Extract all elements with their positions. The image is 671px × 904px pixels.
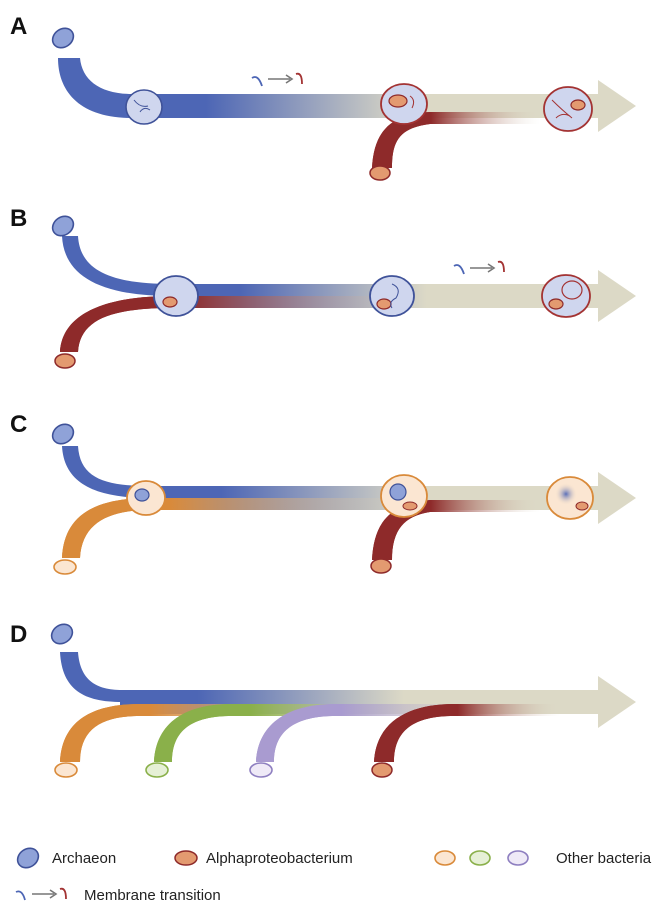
legend-alphaproteobacterium-label: Alphaproteobacterium [206, 850, 353, 867]
archaeon-icon [14, 844, 42, 871]
panel-a: A [10, 13, 636, 180]
eukaryotic-cell-icon [547, 477, 593, 519]
alphaproteobacterium-icon [55, 354, 75, 368]
panel-letter-c: C [10, 411, 27, 438]
legend-membrane-transition-label: Membrane transition [84, 887, 221, 904]
eukaryotic-cell-icon [544, 87, 592, 131]
orange-bacterium-icon [55, 763, 77, 777]
legend-archaeon-label: Archaeon [52, 850, 116, 867]
alphaproteobacterium-icon [372, 763, 392, 777]
alphaproteobacterium-icon [175, 851, 197, 865]
panel-d: D [10, 620, 636, 777]
legend: Archaeon Alphaproteobacterium Other bact… [14, 844, 652, 904]
panel-b: B [10, 205, 636, 368]
eukaryotic-cell-icon [381, 84, 427, 124]
purple-bacterium-icon [508, 851, 528, 865]
eukaryotic-cell-icon [542, 275, 590, 317]
orange-bacterium-icon [54, 560, 76, 574]
purple-bacterium-icon [250, 763, 272, 777]
legend-other-bacteria-label: Other bacteria [556, 850, 652, 867]
archaeon-icon [49, 420, 77, 447]
archaeon-lineage [58, 58, 132, 118]
membrane-transition-icon [16, 889, 66, 900]
eukaryotic-cell-icon [154, 276, 198, 316]
eukaryotic-cell-icon [126, 90, 162, 124]
orange-bacterium-icon [435, 851, 455, 865]
archaeon-icon [48, 620, 76, 647]
eukaryotic-cell-icon [381, 475, 427, 517]
eukaryotic-cell-icon [370, 276, 414, 316]
panel-c: C [10, 411, 636, 574]
archaeon-lineage [60, 652, 122, 702]
panel-letter-b: B [10, 205, 27, 232]
membrane-transition-icon [454, 262, 504, 274]
alphaproteobacterium-icon [371, 559, 391, 573]
green-bacterium-icon [146, 763, 168, 777]
green-bacterium-icon [470, 851, 490, 865]
eukaryotic-cell-icon [127, 481, 165, 515]
panel-letter-d: D [10, 621, 27, 648]
archaeon-icon [49, 212, 77, 239]
archaeon-icon [49, 24, 77, 51]
panel-letter-a: A [10, 13, 27, 40]
membrane-transition-icon [252, 74, 302, 86]
alphaproteobacterium-icon [370, 166, 390, 180]
